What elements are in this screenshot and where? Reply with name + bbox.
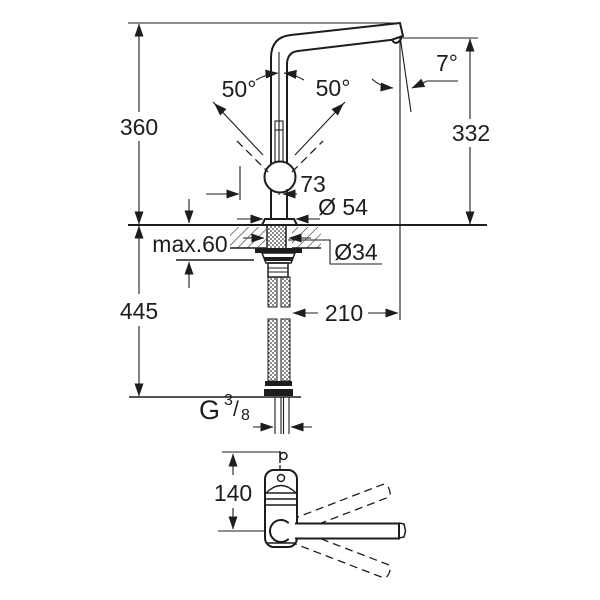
ball-joint — [263, 160, 297, 194]
swivel-annotation-left — [212, 69, 279, 173]
dimension-d54: Ø 54 — [237, 194, 368, 224]
spout-arm-endcap — [398, 522, 407, 539]
lever-pin-hole — [276, 473, 286, 483]
body-outline — [264, 469, 298, 548]
dim-label-max60: max.60 — [152, 231, 227, 257]
spout-sleeve — [274, 120, 284, 131]
spout-arm — [295, 522, 407, 540]
dimension-max60: max.60 — [152, 199, 228, 288]
dim-label-d34: Ø34 — [334, 239, 378, 265]
dimension-g38: G 3 / 8 — [199, 392, 312, 432]
dim-label-73: 73 — [300, 171, 326, 197]
dimension-140: 140 — [214, 451, 280, 532]
supply-hoses — [264, 276, 293, 434]
dim-label-332: 332 — [452, 120, 490, 146]
spout-outline — [270, 22, 401, 165]
spout-tip-face — [390, 22, 405, 41]
dim-label-360: 360 — [120, 114, 158, 140]
threaded-shank — [267, 225, 286, 248]
dim-label-445: 445 — [120, 298, 158, 324]
front-view: 360 445 332 73 Ø 54 — [120, 22, 490, 434]
dimension-73: 73 — [206, 166, 326, 200]
dimension-210: 210 — [292, 300, 399, 326]
tilt-annotation — [371, 35, 458, 320]
thread-label-slash: / — [233, 398, 239, 421]
shank-collar — [267, 262, 289, 278]
horseshoe-washer — [255, 248, 302, 253]
dimension-d34: Ø34 — [243, 233, 382, 265]
dimension-360: 360 — [120, 22, 397, 225]
thread-label-numerator: 3 — [224, 392, 233, 409]
dim-label-d54: Ø 54 — [318, 194, 368, 220]
mousseur — [391, 36, 403, 44]
dim-label-50-right: 50° — [316, 75, 351, 101]
dimension-332: 332 — [403, 37, 490, 225]
dim-label-210: 210 — [325, 300, 363, 326]
thread-label-denominator: 8 — [241, 407, 250, 424]
mounting-assembly — [255, 225, 302, 278]
tilt-line — [399, 35, 412, 113]
swivel-annotation-right — [283, 69, 346, 173]
top-view: 140 — [214, 451, 407, 579]
hose-end-fitting — [264, 389, 293, 396]
dimension-445: 445 — [120, 225, 158, 397]
spout-pivot — [269, 519, 290, 543]
swivel-arm-lower — [291, 528, 391, 579]
swivel-arm-upper — [291, 483, 391, 534]
hose-end-fitting — [265, 381, 292, 386]
dim-label-50-left: 50° — [222, 76, 257, 102]
base-flange — [260, 218, 299, 226]
dim-label-7: 7° — [436, 50, 458, 76]
dim-label-140: 140 — [214, 480, 252, 506]
faucet-body — [260, 22, 405, 226]
lever-dome — [265, 484, 297, 494]
thread-label-g: G — [199, 395, 220, 425]
top-view-body — [264, 451, 298, 548]
